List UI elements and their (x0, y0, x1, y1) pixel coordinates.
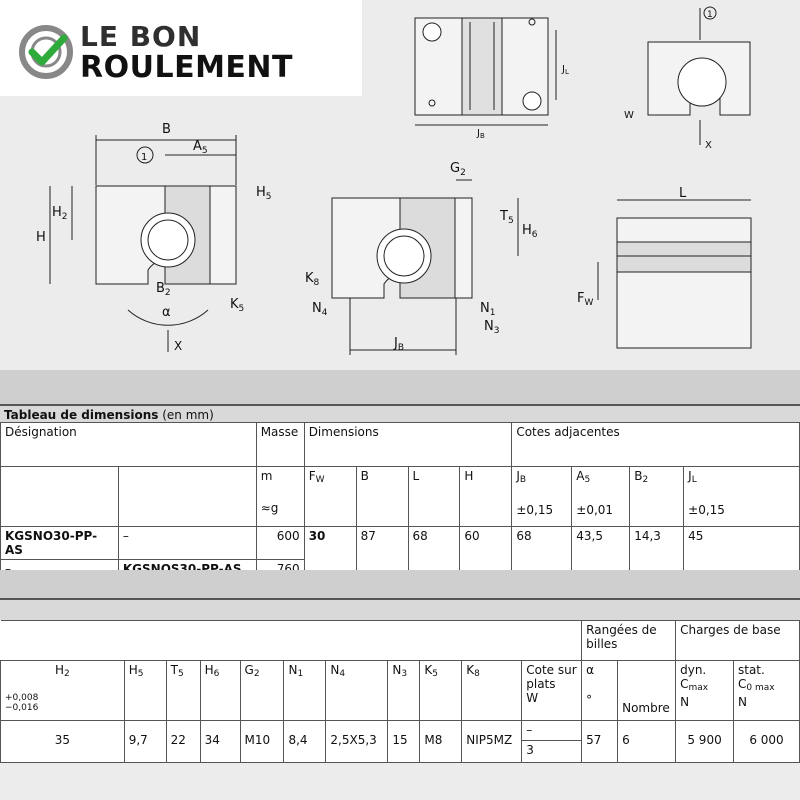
jb-label: JB (393, 336, 404, 353)
col-charges: Charges de base (675, 620, 800, 661)
k5-label: K5 (230, 297, 244, 314)
technical-drawings: JB JL 1 X W B A5 1 H H2 H5 B2 α K5 X G2 … (36, 6, 752, 355)
fw-label: FW (577, 291, 593, 308)
jb-label-top: JB (476, 128, 485, 140)
middle-section-view (331, 197, 473, 299)
k8-label: K8 (305, 271, 320, 288)
small-section-view (647, 41, 751, 116)
col-masse: Masse (255, 422, 305, 467)
h-label: H (36, 230, 46, 245)
characteristics-table: Rangées de billes Charges de base H2+0,0… (0, 620, 800, 763)
col-designation: Désignation (0, 422, 257, 467)
n4-label: N4 (312, 301, 328, 318)
separator-band-2 (0, 570, 800, 598)
l-label: L (679, 186, 687, 201)
n3-label: N3 (484, 319, 499, 336)
logo-area: LE BON ROULEMENT (0, 0, 362, 96)
a5-label: A5 (193, 139, 208, 156)
col-cotes: Cotes adjacentes (511, 422, 800, 467)
w-label: W (624, 110, 634, 121)
plan-view (414, 17, 549, 126)
separator-band (0, 370, 800, 404)
logo-line2: ROULEMENT (80, 50, 293, 85)
x-label: X (174, 339, 182, 353)
svg-text:1: 1 (707, 10, 713, 20)
bearing-logo-icon (19, 25, 73, 79)
left-section-view (95, 185, 237, 285)
col-dimensions: Dimensions (303, 422, 513, 467)
table1-title: Tableau de dimensions (en mm) (0, 404, 800, 422)
g2-label: G2 (450, 161, 466, 178)
alpha-label: α (162, 305, 171, 320)
table-row: 35 9,7 22 34 M10 8,4 2,5X5,3 15 M8 NIP5M… (0, 720, 800, 763)
x-label-small: X (705, 140, 712, 151)
table-row: KGSNO30-PP-AS – 600 30 87 68 60 68 43,5 … (0, 526, 800, 580)
logo-line1: LE BON (80, 20, 202, 53)
h6-label: H6 (522, 223, 538, 240)
h5-label: H5 (256, 185, 272, 202)
right-side-view (616, 217, 752, 349)
b2-label: B2 (156, 281, 171, 298)
b-label: B (162, 122, 171, 137)
col-rangees: Rangées de billes (581, 620, 677, 661)
table2-title-row (0, 598, 800, 620)
jl-label: JL (561, 64, 569, 76)
svg-text:1: 1 (141, 152, 147, 163)
t5-label: T5 (499, 209, 514, 226)
dimensions-table: Désignation Masse Dimensions Cotes adjac… (0, 422, 800, 580)
h2-label: H2 (52, 205, 68, 222)
n1-label: N1 (480, 301, 495, 318)
masse-unit: m≈g (255, 466, 305, 527)
